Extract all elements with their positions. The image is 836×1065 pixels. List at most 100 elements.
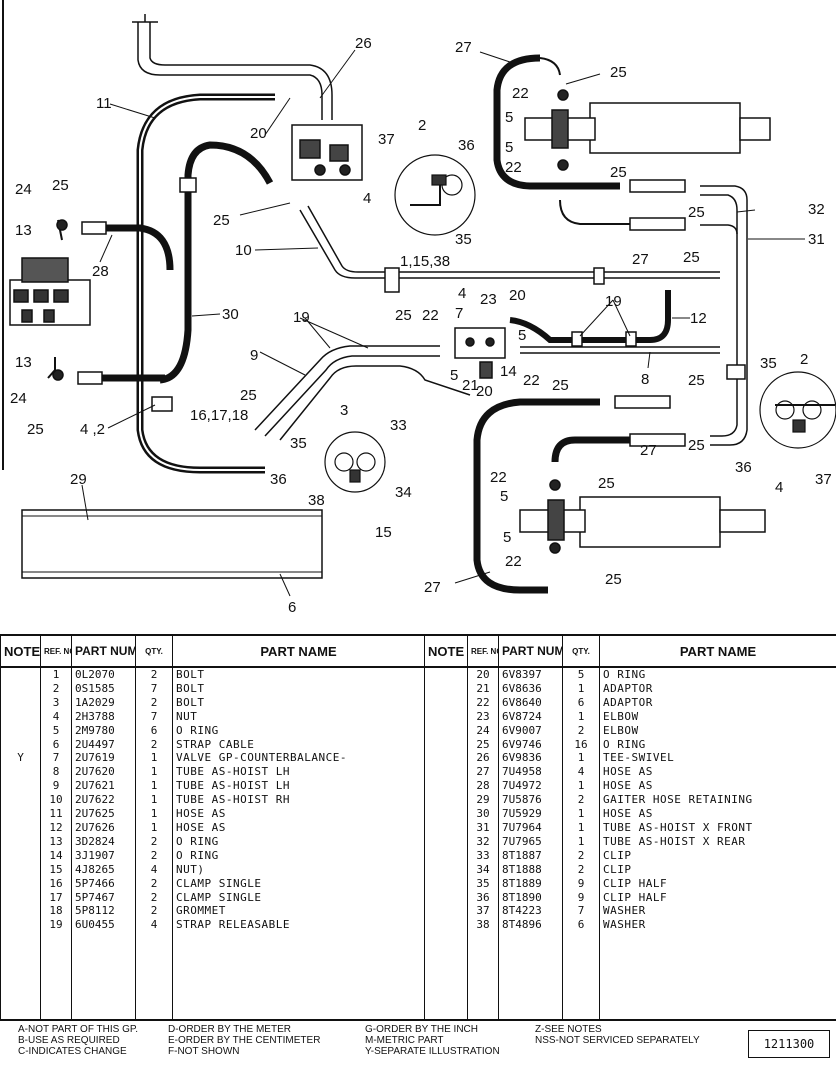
cell-pn: 7U4972 [499, 779, 563, 793]
callout-25: 25 [240, 387, 257, 404]
cell-name: O RING [600, 738, 836, 752]
callout-25: 25 [52, 177, 69, 194]
clip-detail-top [395, 155, 475, 235]
cell-ref: 32 [468, 835, 499, 849]
cell-qty: 7 [563, 904, 600, 918]
cell-ref: 11 [41, 807, 72, 821]
cell-pn: 6V8724 [499, 710, 563, 724]
callout-19: 19 [293, 309, 310, 326]
tee-swivel-valve [292, 125, 362, 180]
callout-25: 25 [610, 164, 627, 181]
cell-qty: 1 [563, 682, 600, 696]
cell-ref: 30 [468, 807, 499, 821]
gaiter-hose-retaining [22, 510, 322, 578]
cell-pn: 8T1888 [499, 863, 563, 877]
cell-name: HOSE AS [600, 807, 836, 821]
cell-pn: 1A2029 [72, 696, 136, 710]
cell-pn: 6V9007 [499, 724, 563, 738]
cell-pn: 8T1890 [499, 891, 563, 905]
cell-pn: 7U4958 [499, 765, 563, 779]
cell-ref: 22 [468, 696, 499, 710]
cell-note [1, 793, 41, 807]
cell-name: GAITER HOSE RETAINING [600, 793, 836, 807]
callout-36: 36 [735, 459, 752, 476]
cell-note [1, 849, 41, 863]
cell-note [425, 891, 468, 905]
cell-qty: 7 [136, 710, 173, 724]
callout-27: 27 [424, 579, 441, 596]
cell-qty: 7 [136, 682, 173, 696]
callout-25: 25 [598, 475, 615, 492]
legend-col-3: G-ORDER BY THE INCH M-METRIC PART Y-SEPA… [365, 1024, 500, 1057]
tube-8 [520, 347, 720, 353]
cell-qty: 2 [136, 667, 173, 682]
cell-pn: 2U4497 [72, 738, 136, 752]
cell-ref: 23 [468, 710, 499, 724]
callout-20: 20 [476, 383, 493, 400]
cell-pn: 4J8265 [72, 863, 136, 877]
cell-pn: 7U5929 [499, 807, 563, 821]
cell-pn: 2U7619 [72, 751, 136, 765]
callout-16-17-18: 16,17,18 [190, 407, 248, 424]
cell-qty: 5 [563, 667, 600, 682]
cell-note [425, 667, 468, 682]
cell-pn: 2U7620 [72, 765, 136, 779]
cell-empty [41, 932, 72, 1019]
cell-qty: 16 [563, 738, 600, 752]
cell-name: NUT) [173, 863, 425, 877]
cell-pn: 6V9836 [499, 751, 563, 765]
cell-note [425, 918, 468, 932]
cell-name: STRAP RELEASABLE [173, 918, 425, 932]
cell-note [1, 904, 41, 918]
callout-22: 22 [505, 553, 522, 570]
callout-25: 25 [213, 212, 230, 229]
header-part-name: PART NAME [173, 635, 425, 667]
header-qty: QTY. [136, 635, 173, 667]
cell-note [1, 710, 41, 724]
cell-qty: 2 [136, 738, 173, 752]
cell-empty [600, 932, 836, 1019]
callout-22: 22 [422, 307, 439, 324]
cell-note [425, 807, 468, 821]
legend-item: NSS-NOT SERVICED SEPARATELY [535, 1035, 700, 1046]
cell-ref: 29 [468, 793, 499, 807]
cell-qty: 2 [136, 696, 173, 710]
cell-note [1, 667, 41, 682]
callout-25: 25 [395, 307, 412, 324]
cell-note [1, 738, 41, 752]
cell-note [425, 738, 468, 752]
callout-22: 22 [523, 372, 540, 389]
cell-note [1, 821, 41, 835]
cell-name: O RING [173, 835, 425, 849]
cell-note [1, 877, 41, 891]
cell-qty: 4 [136, 863, 173, 877]
callout-38: 38 [308, 492, 325, 509]
cell-note [1, 696, 41, 710]
callout-25: 25 [688, 437, 705, 454]
cell-ref: 6 [41, 738, 72, 752]
callout-24: 24 [10, 390, 27, 407]
counterbalance-valve [455, 328, 505, 378]
cell-name: ELBOW [600, 724, 836, 738]
cell-ref: 27 [468, 765, 499, 779]
cell-note [425, 849, 468, 863]
hose-12 [510, 290, 668, 346]
cell-ref: 26 [468, 751, 499, 765]
cell-name: CLIP [600, 863, 836, 877]
cell-pn: 7U7964 [499, 821, 563, 835]
callout-19: 19 [605, 293, 622, 310]
cell-ref: 19 [41, 918, 72, 932]
cell-qty: 1 [563, 835, 600, 849]
callout-11: 11 [96, 95, 112, 112]
cell-ref: 37 [468, 904, 499, 918]
cell-pn: 6V8640 [499, 696, 563, 710]
cell-name: CLIP [600, 849, 836, 863]
callout-28: 28 [92, 263, 109, 280]
callout-27: 27 [455, 39, 472, 56]
